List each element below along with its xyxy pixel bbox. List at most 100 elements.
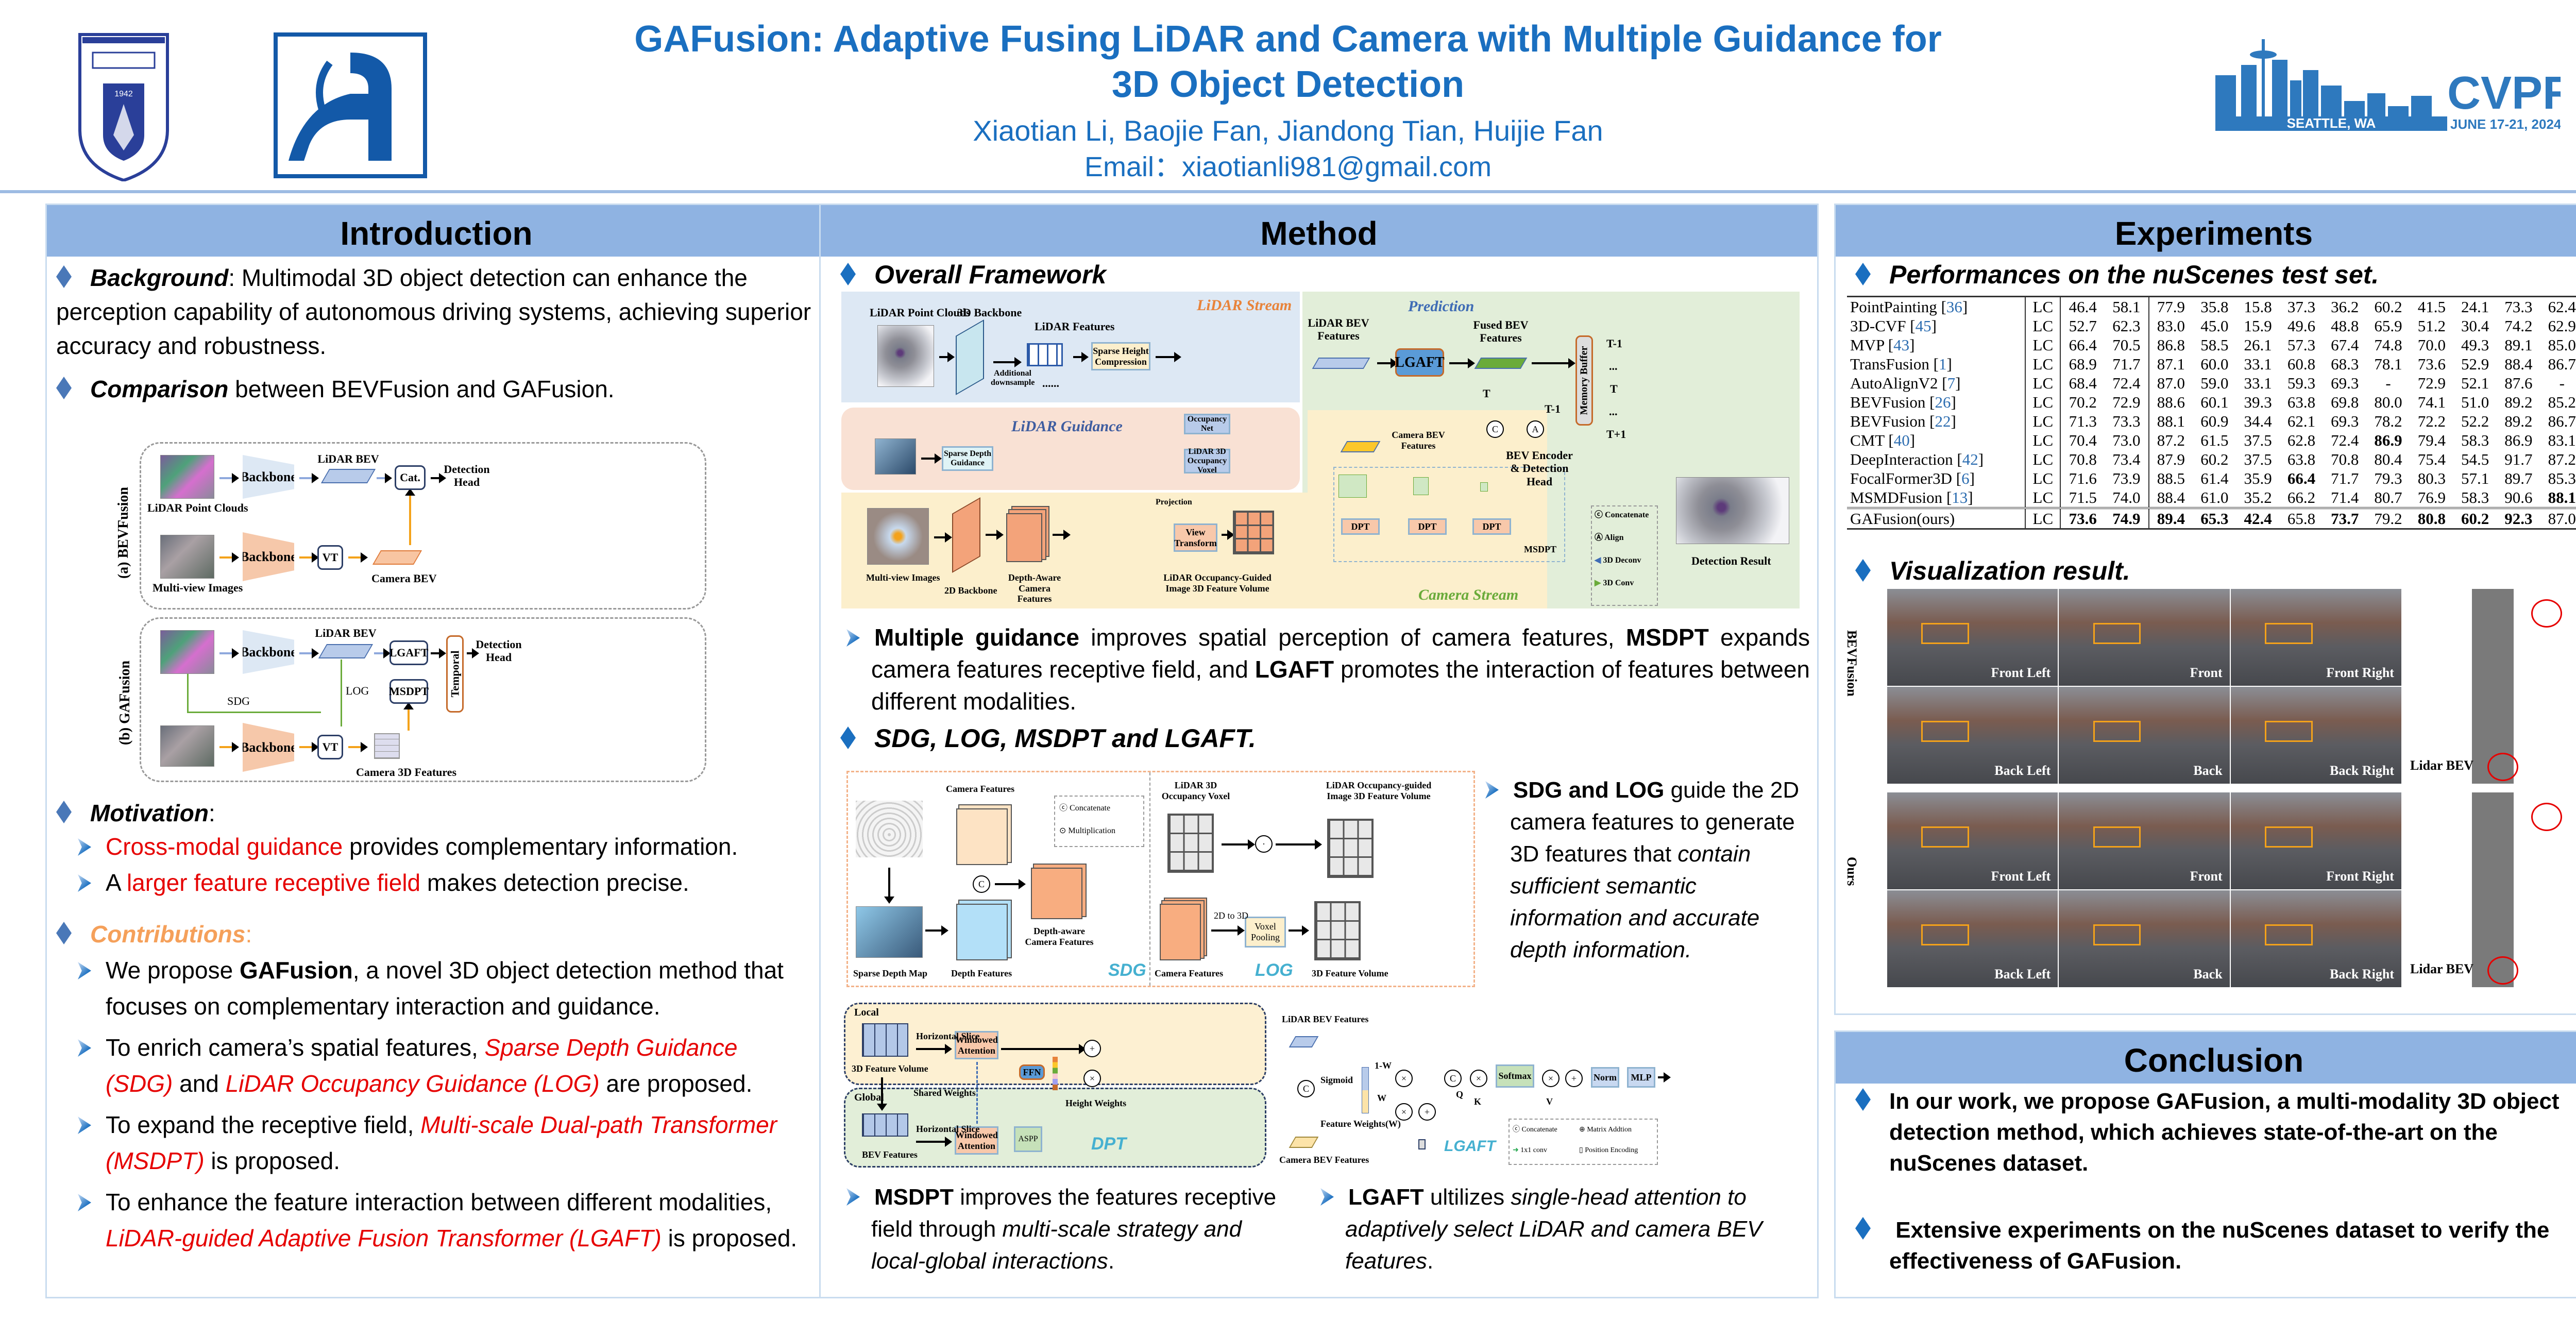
camera-view-image: Back — [2059, 890, 2230, 987]
arrow-icon — [299, 648, 319, 658]
value-cell: 52.2 — [2461, 412, 2489, 430]
lidar-point-clouds-label: LiDAR Point Clouds — [147, 501, 248, 514]
camera-bev-features-label: Camera BEV Features — [1392, 430, 1445, 451]
value-cell: 68.9 — [2069, 355, 2097, 373]
row-label-ours: Ours — [1844, 857, 1859, 886]
arrow-icon — [993, 357, 1022, 367]
value-cell: 87.2 — [2548, 450, 2576, 468]
comparison-text: between BEVFusion and GAFusion. — [228, 376, 615, 402]
arrow-icon — [939, 352, 955, 362]
value-cell: 61.0 — [2200, 488, 2229, 506]
legend-label: Concatenate — [1605, 511, 1649, 519]
feature-cube-small — [1480, 482, 1488, 492]
2d-to-3d-label: 2D to 3D — [1214, 910, 1248, 921]
citation-link[interactable]: 40 — [1893, 431, 1910, 449]
arrow-icon — [431, 473, 446, 483]
value-cell: 60.2 — [2366, 296, 2410, 316]
value-cell: 15.9 — [2244, 317, 2272, 335]
arrow-icon — [884, 868, 894, 904]
value-cell: 89.4 — [2148, 507, 2193, 530]
multiplication-node: · — [1255, 835, 1273, 853]
motivation-label: Motivation — [90, 800, 209, 826]
depth-aware-block — [1031, 868, 1082, 919]
framework-legend: ⓒ Concatenate Ⓐ Align ◀ 3D Deconv ▶ 3D C… — [1591, 505, 1658, 606]
citation-link[interactable]: 45 — [1915, 317, 1931, 335]
legend-position-encoding: ▯ Position Encoding — [1579, 1146, 1638, 1155]
lidar-point-clouds-label: LiDAR Point Clouds — [870, 306, 971, 319]
detection-result-label: Detection Result — [1691, 554, 1771, 567]
detection-box — [2093, 622, 2141, 645]
value-cell: 80.7 — [2374, 488, 2402, 506]
value-cell: 72.2 — [2417, 412, 2446, 430]
value-cell: 57.3 — [2287, 336, 2316, 354]
citation-link[interactable]: 22 — [1935, 412, 1951, 430]
lgaft-legend: ⓒ Concatenate ⊕ Matrix Addtion ➜ 1x1 con… — [1509, 1119, 1658, 1165]
citation-link[interactable]: 7 — [1947, 374, 1956, 392]
poster-title: GAFusion: Adaptive Fusing LiDAR and Came… — [541, 16, 2035, 107]
arrow-icon — [921, 453, 942, 464]
windowed-attention-box: Windowed Attention — [955, 1031, 998, 1059]
feature-volume-cube — [1314, 901, 1361, 960]
highlight-circle — [2487, 753, 2518, 781]
msdpt-region — [1333, 467, 1565, 562]
arrow-icon — [377, 473, 392, 483]
memory-buffer-box: Memory Buffer — [1575, 335, 1593, 426]
lgaft-box: LGAFT — [1395, 348, 1445, 377]
arrow-icon — [403, 702, 414, 731]
sdg-log-description: SDG and LOG guide the 2D camera features… — [1485, 774, 1805, 966]
citation-link[interactable]: 1 — [1939, 355, 1947, 373]
multi-view-images-label: Multi-view Images — [152, 581, 243, 594]
citation-link[interactable]: 43 — [1893, 336, 1910, 354]
description-italic: contain sufficient semantic information … — [1510, 841, 1760, 962]
motivation-rest: provides complementary information. — [343, 833, 738, 860]
sparse-depth-map-label: Sparse Depth Map — [853, 968, 928, 978]
experiments-section: Experiments Performances on the nuScenes… — [1834, 204, 2576, 1015]
summary-text: expands camera features receptive field,… — [871, 624, 1810, 683]
citation-link[interactable]: 36 — [1946, 298, 1962, 316]
citation-link[interactable]: 42 — [1962, 450, 1978, 468]
legend-label: 1x1 conv — [1520, 1146, 1547, 1154]
value-cell: 80.3 — [2417, 469, 2446, 487]
camera-view-image: Front — [2059, 792, 2230, 889]
msdpt-box: MSDPT — [389, 679, 429, 704]
citation-link[interactable]: 26 — [1935, 393, 1951, 411]
arrow-icon — [219, 742, 239, 752]
contribution-text: To expand the receptive field, — [106, 1111, 421, 1138]
dpt-figure: Local Global 3D Feature Volume BEV Featu… — [844, 1003, 1272, 1168]
value-cell: 89.7 — [2504, 469, 2533, 487]
camera-view-image: Back Left — [1887, 890, 2058, 987]
camera-features-label: Camera Features — [1155, 968, 1224, 978]
citation-link[interactable]: 6 — [1961, 469, 1970, 487]
value-cell: 73.3 — [2497, 296, 2540, 316]
concatenate-node: C — [1486, 420, 1504, 438]
value-cell: 26.1 — [2244, 336, 2272, 354]
contribution-item: To expand the receptive field, Multi-sca… — [78, 1107, 799, 1179]
value-cell: 71.4 — [2331, 488, 2359, 506]
detection-box — [2093, 826, 2141, 848]
sdg-log-figure: Camera Features C Depth Features Depth-a… — [846, 771, 1475, 987]
depth-aware-features-label: Depth-Aware Camera Features — [1008, 572, 1061, 604]
contact-email[interactable]: Email：xiaotianli981@gmail.com — [1084, 151, 1492, 182]
lidar-bev-features-label: LiDAR BEV Features — [1282, 1014, 1369, 1024]
performance-label: Performances on the nuScenes test set. — [1889, 260, 2379, 289]
method-cell: AutoAlignV2 [7] — [1847, 374, 2026, 393]
concatenate-node: C — [1297, 1080, 1315, 1097]
value-cell: 52.9 — [2461, 355, 2489, 373]
arrow-icon — [1222, 530, 1234, 540]
temporal-box: Temporal — [446, 635, 464, 713]
view-label: Front Right — [2326, 869, 2394, 884]
performance-heading: Performances on the nuScenes test set. — [1855, 257, 2379, 293]
value-cell: 59.0 — [2200, 374, 2229, 392]
value-cell: 80.4 — [2374, 450, 2402, 468]
contributions-heading: Contributions: — [56, 916, 819, 952]
lidar-bev-label: Lidar BEV — [2410, 961, 2474, 976]
lgaft-box: LGAFT — [389, 640, 428, 665]
diamond-bullet-icon — [1855, 263, 1871, 285]
detection-box — [1921, 924, 1970, 946]
value-cell: 71.7 — [2331, 469, 2359, 487]
modality-cell: LC — [2025, 450, 2061, 469]
citation-link[interactable]: 13 — [1952, 488, 1968, 506]
backbone-label: Backbone — [240, 469, 297, 484]
modality-cell: LC — [2025, 374, 2061, 393]
